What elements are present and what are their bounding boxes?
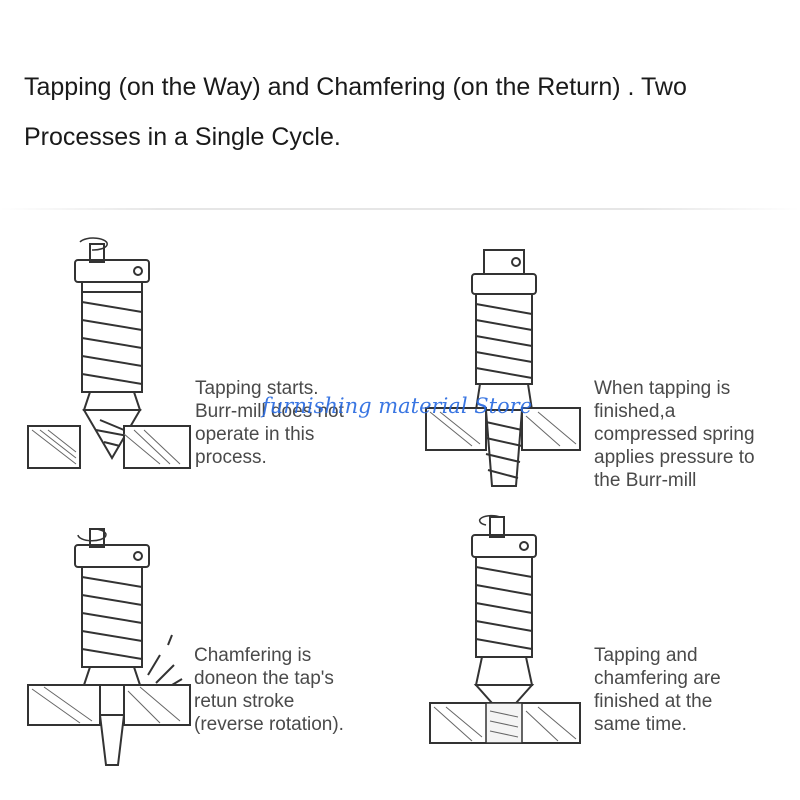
step-2-line: the Burr-mill xyxy=(594,470,697,491)
step-4-line: finished at the xyxy=(594,691,713,712)
step-1-line: operate in this xyxy=(195,424,315,445)
step-2-caption: When tapping is finished,a compressed sp… xyxy=(594,377,755,492)
finished-illustration xyxy=(429,514,581,744)
step-3-line: retun stroke xyxy=(194,691,295,712)
step-4-line: Tapping and xyxy=(594,645,698,666)
step-4-caption: Tapping and chamfering are finished at t… xyxy=(594,644,721,736)
store-watermark: furnishing material Store xyxy=(262,394,533,418)
step-3-line: (reverse rotation). xyxy=(194,714,344,735)
step-2-line: finished,a xyxy=(594,401,676,422)
title-line-1: Tapping (on the Way) and Chamfering (on … xyxy=(24,73,687,101)
step-2-line: applies pressure to xyxy=(594,447,755,468)
step-1-line: Burr-mill does not xyxy=(195,401,344,422)
chamfering-illustration xyxy=(27,528,191,766)
step-3-line: Chamfering is xyxy=(194,645,312,666)
step-1-line: Tapping starts. xyxy=(195,378,319,399)
step-4-line: same time. xyxy=(594,714,687,735)
step-3-caption: Chamfering is doneon the tap's retun str… xyxy=(194,644,344,736)
page-title: Tapping (on the Way) and Chamfering (on … xyxy=(24,62,784,162)
step-2-line: compressed spring xyxy=(594,424,755,445)
spring-compressed-illustration xyxy=(425,249,581,487)
step-1-line: process. xyxy=(195,447,267,468)
step-4-line: chamfering are xyxy=(594,668,721,689)
divider xyxy=(0,208,800,210)
step-1-caption: Tapping starts. Burr-mill does not opera… xyxy=(195,377,344,469)
step-3-line: doneon the tap's xyxy=(194,668,334,689)
step-2-line: When tapping is xyxy=(594,378,731,399)
title-line-2: Processes in a Single Cycle. xyxy=(24,123,341,151)
tapping-start-illustration xyxy=(27,237,191,469)
